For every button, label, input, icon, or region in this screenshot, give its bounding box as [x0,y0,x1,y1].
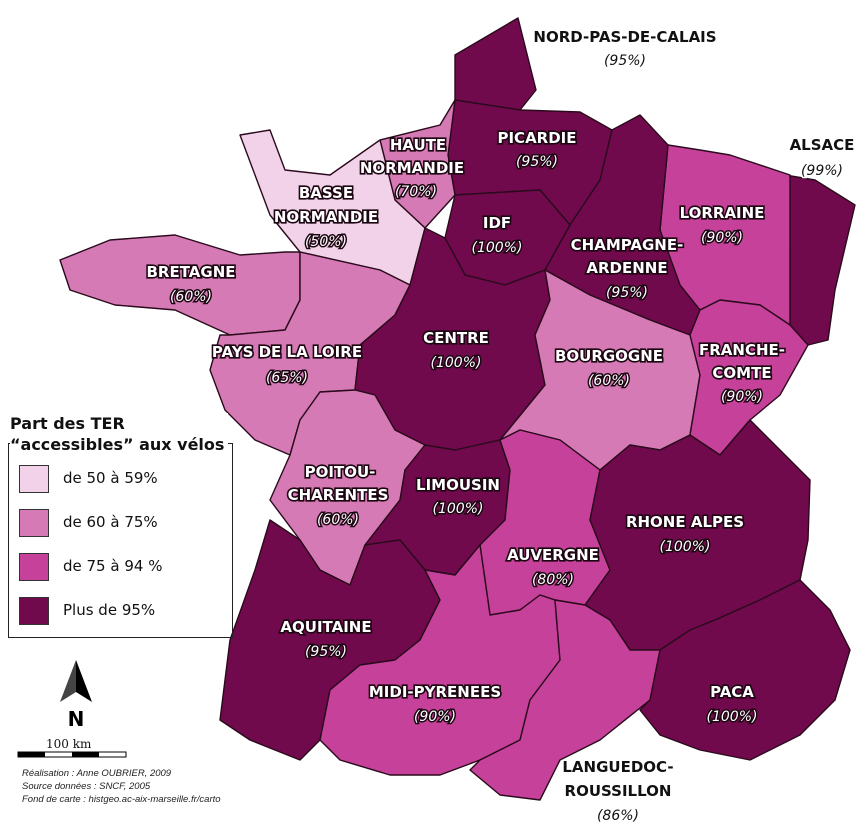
label-lorraine: LORRAINE [680,204,765,222]
value-champagne: (95%) [606,285,648,301]
value-bourgogne: (60%) [588,373,630,389]
credit-source: Source données : SNCF, 2005 [22,781,151,792]
legend-title-line1: Part des TER [10,414,125,433]
region-basse-normandie[interactable] [239,129,426,286]
legend-item: Plus de 95% [19,597,229,625]
value-haute-normandie: (70%) [395,184,437,200]
label-nord-pas-de-calais: NORD-PAS-DE-CALAIS [533,28,716,46]
legend-title-line2: “accessibles” aux vélos [10,435,225,454]
value-basse-normandie: (50%) [305,234,347,250]
value-poitou: (60%) [317,512,359,528]
value-franche-comte: (90%) [721,389,763,405]
scale-label: 100 km [46,737,92,751]
label-aquitaine: AQUITAINE [280,618,371,636]
label-franche-comte-1: FRANCHE- [699,341,785,359]
legend-item: de 75 à 94 % [19,553,229,581]
value-midi-pyrenees: (90%) [414,709,456,725]
legend-swatch [19,553,49,581]
value-paca: (100%) [707,709,758,725]
label-auvergne: AUVERGNE [507,546,599,564]
legend-swatch [19,597,49,625]
label-languedoc-2: ROUSSILLON [565,782,672,800]
label-bretagne: BRETAGNE [146,263,235,281]
region-alsace[interactable] [784,174,856,346]
label-midi-pyrenees: MIDI-PYRENEES [369,683,501,701]
value-bretagne: (60%) [170,289,212,305]
legend-label: de 50 à 59% [63,469,158,487]
credit-author: Réalisation : Anne OUBRIER, 2009 [22,768,172,779]
legend-swatch [19,509,49,537]
region-bretagne[interactable] [59,234,301,336]
credit-basemap: Fond de carte : histgeo.ac-aix-marseille… [22,794,221,805]
legend-item: de 60 à 75% [19,509,229,537]
region-franche-comte[interactable] [689,299,809,456]
legend-item: de 50 à 59% [19,465,229,493]
legend-label: Plus de 95% [63,601,156,619]
label-limousin: LIMOUSIN [416,476,500,494]
map-legend: de 50 à 59% de 60 à 75% de 75 à 94 % Plu… [8,413,236,641]
value-nord-pas-de-calais: (95%) [604,53,646,69]
label-basse-normandie-2: NORMANDIE [274,208,378,226]
legend-title: Part des TER “accessibles” aux vélos [10,413,229,455]
label-haute-normandie-2: NORMANDIE [360,159,464,177]
label-franche-comte-2: COMTE [712,364,771,382]
map-credits: Réalisation : Anne OUBRIER, 2009 Source … [22,767,221,806]
legend-frame: de 50 à 59% de 60 à 75% de 75 à 94 % Plu… [8,443,233,638]
value-idf: (100%) [472,240,523,256]
value-aquitaine: (95%) [305,644,347,660]
value-alsace: (99%) [801,163,843,179]
legend-label: de 75 à 94 % [63,557,163,575]
value-picardie: (95%) [516,154,558,170]
label-basse-normandie-1: BASSE [299,184,353,202]
north-label: N [68,707,85,730]
label-languedoc-1: LANGUEDOC- [562,758,673,776]
value-centre: (100%) [431,355,482,371]
label-idf: IDF [483,214,511,232]
region-paca[interactable] [639,579,851,761]
north-arrow-icon: N [60,660,92,730]
label-poitou-2: CHARENTES [288,486,389,504]
label-champagne-1: CHAMPAGNE- [571,236,684,254]
label-alsace: ALSACE [790,136,855,154]
value-lorraine: (90%) [701,230,743,246]
legend-label: de 60 à 75% [63,513,158,531]
label-champagne-2: ARDENNE [586,259,667,277]
value-rhone-alpes: (100%) [660,539,711,555]
region-languedoc-roussillon[interactable] [469,599,661,801]
value-limousin: (100%) [433,501,484,517]
region-nord-pas-de-calais[interactable] [454,17,537,111]
region-labels: NORD-PAS-DE-CALAIS (95%) PICARDIE (95%) … [145,27,856,826]
value-auvergne: (80%) [532,572,574,588]
label-poitou-1: POITOU- [305,463,376,481]
legend-swatch [19,465,49,493]
label-centre: CENTRE [423,329,489,347]
scale-bar [17,751,127,758]
label-pays-de-la-loire: PAYS DE LA LOIRE [212,343,362,361]
label-picardie: PICARDIE [497,129,576,147]
value-languedoc: (86%) [597,808,639,824]
value-pays-de-la-loire: (65%) [266,370,308,386]
label-bourgogne: BOURGOGNE [555,347,663,365]
label-paca: PACA [710,683,754,701]
label-haute-normandie-1: HAUTE [390,136,446,154]
label-rhone-alpes: RHONE ALPES [626,513,744,531]
